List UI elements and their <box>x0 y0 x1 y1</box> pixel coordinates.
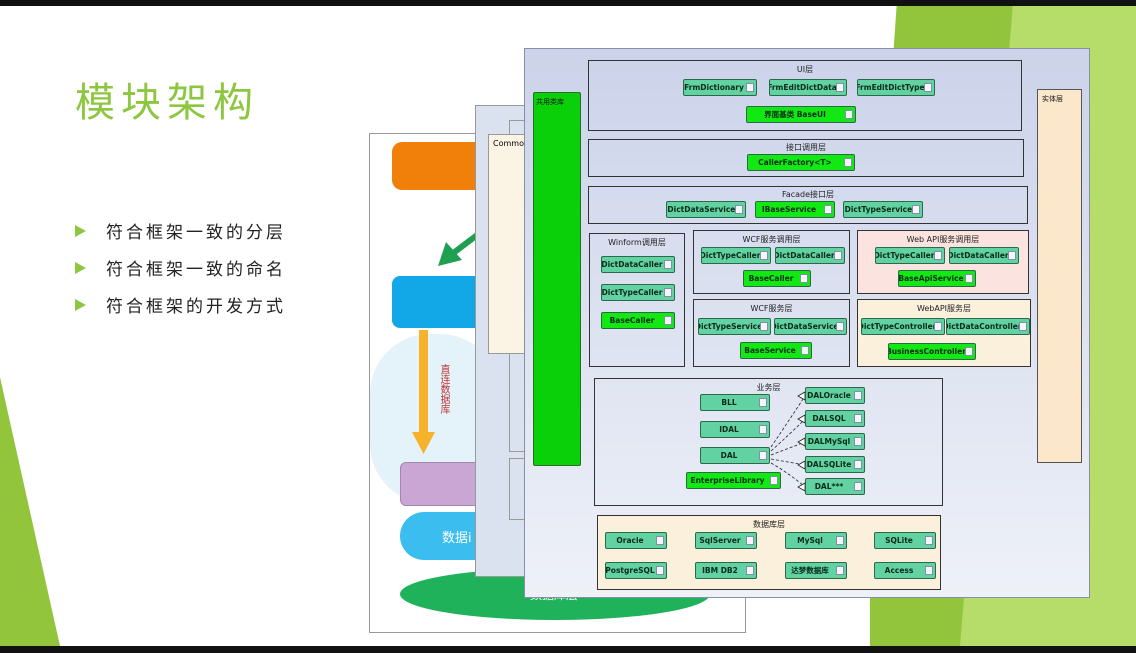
ui-layer-panel: UI层 FrmDictionary FrmEditDictData FrmEdi… <box>588 60 1022 131</box>
node-idicttypeservice: IDictTypeService <box>843 201 923 218</box>
node-idictdataservice: IDictDataService <box>666 201 746 218</box>
bullet-arrow-icon <box>75 224 86 237</box>
node-dictdatacaller: DictDataCaller <box>949 247 1019 264</box>
entity-layer-block: 实体层 <box>1037 89 1082 463</box>
wcf-call-title: WCF服务调用层 <box>742 235 801 244</box>
node-ibm-db2: IBM DB2 <box>695 562 757 579</box>
wcf-service-panel: WCF服务层 DictTypeService DictDataService B… <box>693 299 850 367</box>
node-dameng-db: 达梦数据库 <box>785 562 847 579</box>
common-library-block: 共用类库 <box>533 92 581 466</box>
node-bll: BLL <box>700 394 770 411</box>
data-layer-label: 数据i <box>442 531 472 546</box>
node-dalsqlite: DALSQLite <box>805 456 865 473</box>
interface-call-panel: 接口调用层 CallerFactory<T> <box>588 139 1024 177</box>
node-sqlite: SQLite <box>874 532 936 549</box>
architecture-diagram: 共用类库 实体层 UI层 FrmDictionary FrmEditDictDa… <box>524 48 1090 598</box>
wcf-service-title: WCF服务层 <box>750 304 793 313</box>
webapi-call-title: Web API服务调用层 <box>906 235 980 244</box>
node-postgresql: PostgreSQL <box>605 562 667 579</box>
bottom-border <box>0 646 1136 653</box>
winform-call-panel: Winform调用层 DictDataCaller DictTypeCaller… <box>589 233 685 367</box>
business-layer-panel: 业务层 BLL IDAL DAL EnterpriseLibrary DALOr… <box>594 378 943 506</box>
bullet-arrow-icon <box>75 298 86 311</box>
facade-title: Facade接口层 <box>781 190 835 199</box>
bullet-text: 符合框架一致的分层 <box>106 223 286 243</box>
node-daloracle: DALOracle <box>805 387 865 404</box>
common-library-label: 共用类库 <box>536 98 564 106</box>
top-border <box>0 0 1136 6</box>
wcf-call-panel: WCF服务调用层 DictTypeCaller DictDataCaller B… <box>693 230 850 294</box>
database-layer-panel: 数据库层 Oracle SqlServer MySql SQLite Postg… <box>597 515 941 590</box>
node-frmeditdicttype: FrmEditDictType <box>857 79 935 96</box>
node-dictdataservice: DictDataService <box>774 318 847 335</box>
node-access: Access <box>874 562 936 579</box>
slide-title: 模块架构 <box>75 80 259 126</box>
node-idal: IDAL <box>700 421 770 438</box>
winform-call-title: Winform调用层 <box>608 238 666 247</box>
node-dal-other: DAL*** <box>805 478 865 495</box>
business-layer-title: 业务层 <box>756 383 781 392</box>
node-dictdatacontroller: DictDataController <box>946 318 1030 335</box>
node-callerfactory: CallerFactory<T> <box>747 154 855 171</box>
node-dicttypecaller: DictTypeCaller <box>701 247 771 264</box>
bullet-item: 符合框架一致的分层 <box>75 212 286 249</box>
node-dalmysql: DALMySql <box>805 433 865 450</box>
node-basecaller: BaseCaller <box>601 312 675 329</box>
decor-left-green-shape <box>0 377 60 646</box>
bullet-list: 符合框架一致的分层 符合框架一致的命名 符合框架的开发方式 <box>75 212 286 323</box>
webapi-service-panel: WebAPI服务层 DictTypeController DictDataCon… <box>857 299 1031 367</box>
node-enterpriselibrary: EnterpriseLibrary <box>686 472 781 489</box>
node-oracle: Oracle <box>605 532 667 549</box>
bullet-item: 符合框架的开发方式 <box>75 286 286 323</box>
node-dicttypeservice: DictTypeService <box>698 318 771 335</box>
interface-call-title: 接口调用层 <box>786 143 826 152</box>
node-basecaller: BaseCaller <box>743 270 811 287</box>
dal-connectors <box>770 391 806 492</box>
ui-layer-title: UI层 <box>796 65 814 74</box>
node-dal: DAL <box>700 447 770 464</box>
entity-layer-label: 实体层 <box>1042 95 1063 103</box>
node-dictdatacaller: DictDataCaller <box>775 247 845 264</box>
node-sqlserver: SqlServer <box>695 532 757 549</box>
node-dicttypecaller: DictTypeCaller <box>601 284 675 301</box>
bullet-text: 符合框架的开发方式 <box>106 297 286 317</box>
bullet-text: 符合框架一致的命名 <box>106 260 286 280</box>
bullet-item: 符合框架一致的命名 <box>75 249 286 286</box>
node-dicttypecaller: DictTypeCaller <box>875 247 945 264</box>
bullet-arrow-icon <box>75 261 86 274</box>
node-baseservice: BaseService <box>740 342 812 359</box>
commons-label: Commons <box>493 139 534 148</box>
node-baseapiservice: BaseApiService <box>898 270 976 287</box>
node-dicttypecontroller: DictTypeController <box>861 318 945 335</box>
node-frmeditdictdata: FrmEditDictData <box>769 79 847 96</box>
node-ibaseservice: IBaseService <box>755 201 835 218</box>
commons-box: Commons <box>488 134 533 354</box>
direct-db-note: 直连数据库 <box>438 364 449 414</box>
node-dalsql: DALSQL <box>805 410 865 427</box>
webapi-call-panel: Web API服务调用层 DictTypeCaller DictDataCall… <box>857 230 1029 294</box>
webapi-service-title: WebAPI服务层 <box>916 304 972 313</box>
node-dictdatacaller: DictDataCaller <box>601 256 675 273</box>
database-layer-title: 数据库层 <box>753 520 785 529</box>
facade-panel: Facade接口层 IDictDataService IBaseService … <box>588 186 1028 224</box>
node-frmdictionary: FrmDictionary <box>683 79 757 96</box>
down-arrow-icon <box>412 330 435 454</box>
node-baseui: 界面基类 BaseUI <box>746 106 856 123</box>
node-mysql: MySql <box>785 532 847 549</box>
node-businesscontroller: BusinessController <box>888 343 976 360</box>
